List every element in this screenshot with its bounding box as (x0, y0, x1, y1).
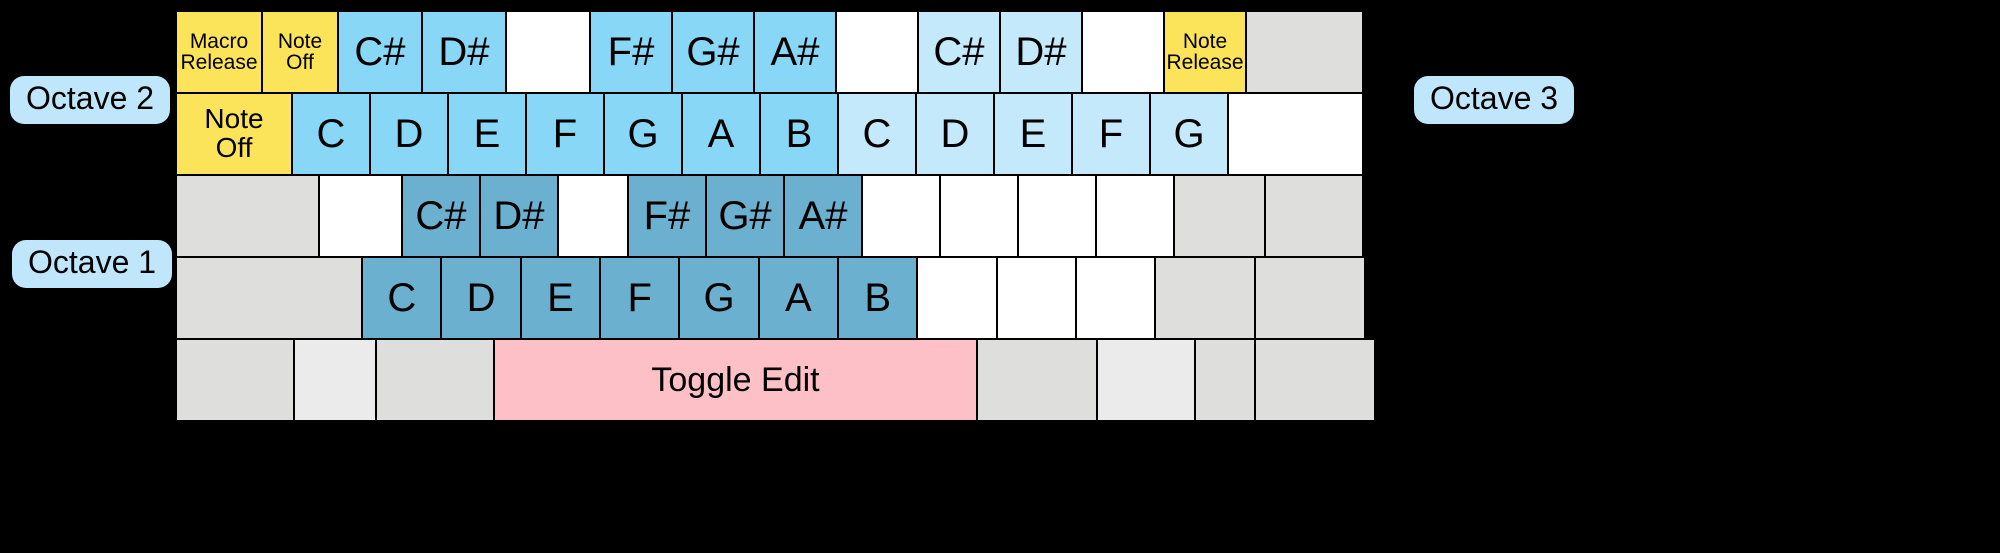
key-octave2-white-row-7-b[interactable]: B (759, 92, 839, 176)
key-octave1-black-row-4-blank (557, 174, 629, 258)
key-octave1-white-row-11-blank (1154, 256, 1257, 340)
key-bottom-row-5-blank (1096, 338, 1196, 422)
key-octave1-black-row-11-blank (1095, 174, 1175, 258)
key-octave2-black-row-7-asharp[interactable]: A# (753, 10, 837, 94)
key-octave1-white-row-2-d[interactable]: D (440, 256, 522, 340)
key-octave2-white-row-10-e[interactable]: E (993, 92, 1073, 176)
key-octave2-black-row-2-csharp[interactable]: C# (337, 10, 423, 94)
key-octave2-white-row-5-g[interactable]: G (603, 92, 683, 176)
key-bottom-row-7-blank (1254, 338, 1376, 422)
key-bottom-row-6-blank (1194, 338, 1256, 422)
key-octave2-black-row-11-blank (1081, 10, 1165, 94)
key-octave1-black-row-13-blank (1264, 174, 1364, 258)
key-octave1-white-row-3-e[interactable]: E (519, 256, 602, 340)
key-octave1-black-row-2-csharp[interactable]: C# (401, 174, 481, 258)
key-octave2-black-row-10-dsharp[interactable]: D# (999, 10, 1083, 94)
key-octave1-white-row-4-f[interactable]: F (599, 256, 681, 340)
key-octave1-white-row-12-blank (1254, 256, 1366, 340)
key-octave1-white-row-1-c[interactable]: C (361, 256, 443, 340)
key-octave1-white-row-6-a[interactable]: A (757, 256, 840, 340)
key-octave1-white-row-7-b[interactable]: B (837, 256, 919, 340)
octave1-black-row: C#D# F#G#A# (175, 174, 1390, 258)
key-octave1-black-row-1-blank (318, 174, 403, 258)
key-octave1-black-row-0-blank (175, 174, 320, 258)
key-octave2-white-row-11-f[interactable]: F (1071, 92, 1151, 176)
octave-3-label: Octave 3 (1414, 76, 1575, 124)
key-octave1-black-row-6-gsharp[interactable]: G# (705, 174, 785, 258)
key-bottom-row-1-blank (293, 338, 377, 422)
key-octave1-white-row-5-g[interactable]: G (678, 256, 760, 340)
key-octave1-black-row-10-blank (1017, 174, 1097, 258)
key-octave2-white-row-6-a[interactable]: A (681, 92, 761, 176)
key-bottom-row-4-blank (976, 338, 1098, 422)
key-octave2-white-row-4-f[interactable]: F (525, 92, 605, 176)
key-octave1-white-row-8-blank (916, 256, 998, 340)
key-octave2-white-row-3-e[interactable]: E (447, 92, 527, 176)
key-octave2-white-row-2-d[interactable]: D (369, 92, 449, 176)
octave-1-label: Octave 1 (12, 240, 173, 288)
key-octave2-black-row-8-blank (835, 10, 919, 94)
key-octave2-black-row-9-csharp[interactable]: C# (917, 10, 1001, 94)
key-bottom-row-3-toggle-edit[interactable]: Toggle Edit (493, 338, 978, 422)
key-octave2-black-row-4-blank (505, 10, 591, 94)
key-bottom-row-0-blank (175, 338, 295, 422)
key-octave1-black-row-9-blank (939, 174, 1019, 258)
key-octave2-black-row-3-dsharp[interactable]: D# (421, 10, 507, 94)
key-octave2-white-row-13-blank (1227, 92, 1364, 176)
key-octave2-black-row-13-blank (1245, 10, 1364, 94)
key-octave1-white-row-9-blank (995, 256, 1078, 340)
key-octave1-black-row-3-dsharp[interactable]: D# (479, 174, 559, 258)
key-octave1-black-row-8-blank (861, 174, 941, 258)
key-octave2-white-row-12-g[interactable]: G (1149, 92, 1229, 176)
key-octave1-black-row-5-fsharp[interactable]: F# (627, 174, 707, 258)
bottom-row: Toggle Edit (175, 338, 1390, 422)
key-octave2-black-row-6-gsharp[interactable]: G# (671, 10, 755, 94)
key-octave2-white-row-9-d[interactable]: D (915, 92, 995, 176)
key-bottom-row-2-blank (375, 338, 495, 422)
key-octave2-white-row-8-c[interactable]: C (837, 92, 917, 176)
key-octave1-black-row-12-blank (1173, 174, 1266, 258)
octave-2-label: Octave 2 (10, 76, 171, 124)
key-octave1-white-row-0-blank (175, 256, 364, 340)
key-octave1-black-row-7-asharp[interactable]: A# (783, 174, 863, 258)
key-octave2-white-row-1-c[interactable]: C (291, 92, 371, 176)
key-octave2-black-row-5-fsharp[interactable]: F# (589, 10, 673, 94)
key-octave1-white-row-10-blank (1075, 256, 1157, 340)
